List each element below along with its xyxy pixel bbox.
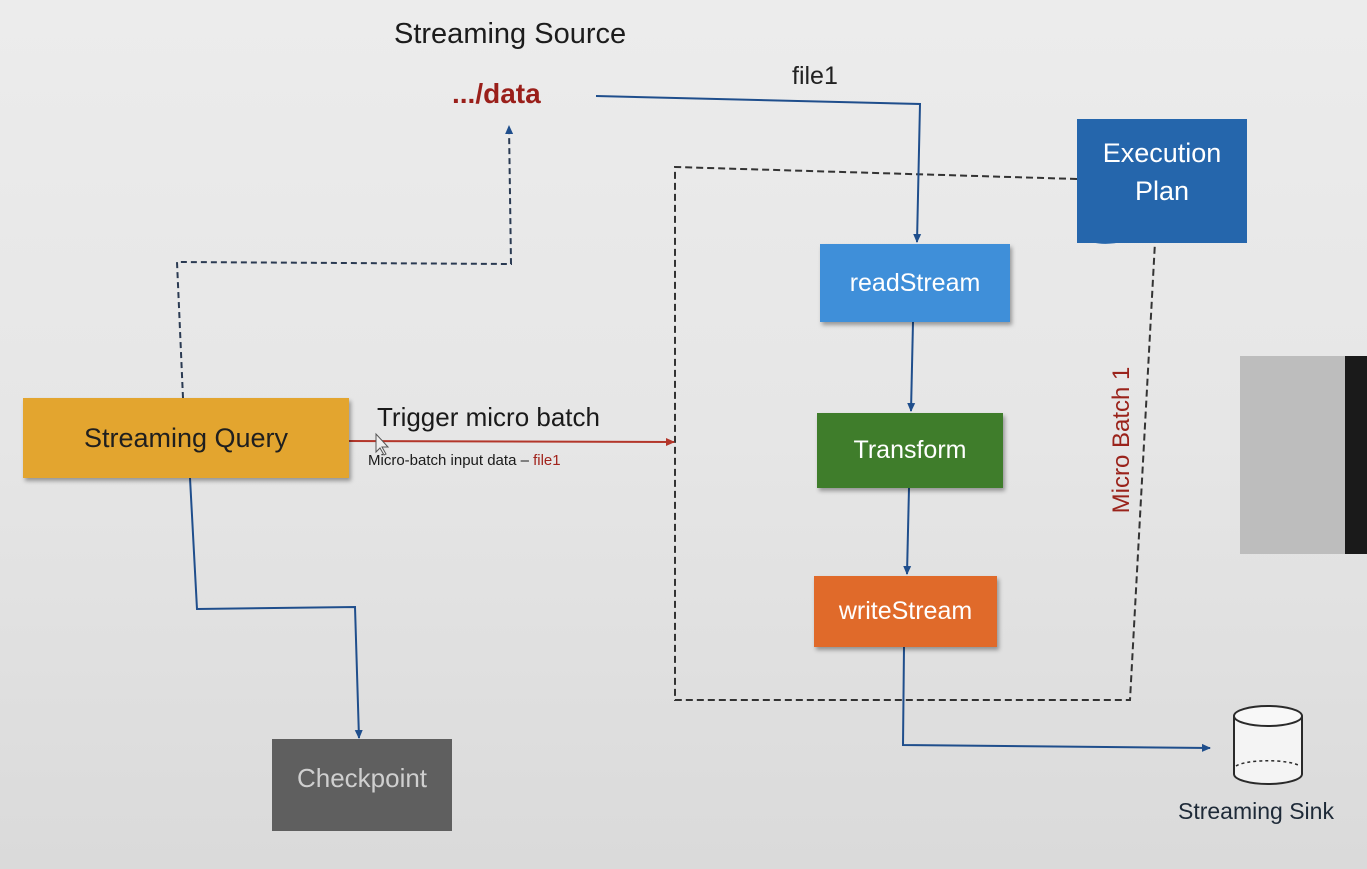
cursor-icon — [375, 432, 390, 456]
file1-label: file1 — [792, 62, 838, 90]
writestream-node[interactable]: writeStream — [814, 576, 997, 647]
streaming-sink-icon — [1233, 705, 1303, 785]
execution-plan-line-1: Execution — [1102, 138, 1222, 168]
execution-plan-line-2: Plan — [1134, 176, 1190, 206]
micro-batch-boundary — [674, 165, 1156, 701]
transform-to-writestream-arrow — [903, 487, 912, 575]
transform-node[interactable]: Transform — [817, 413, 1003, 488]
query-to-checkpoint-arrow — [189, 477, 363, 739]
execution-plan-node[interactable]: Execution Plan — [1077, 119, 1247, 243]
source-to-readstream-arrow — [595, 95, 922, 243]
streaming-source-path: .../data — [452, 78, 541, 109]
trigger-micro-batch-label: Trigger micro batch — [377, 402, 600, 432]
writestream-to-sink-arrow — [901, 646, 1211, 752]
streaming-source-title: Streaming Source — [394, 18, 627, 50]
micro-batch-label: Micro Batch 1 — [1108, 366, 1135, 514]
micro-batch-input-label: Micro-batch input data – file1 — [368, 452, 561, 469]
micro-batch-input-prefix: Micro-batch input data – — [368, 452, 534, 469]
micro-batch-input-file: file1 — [533, 452, 561, 469]
readstream-to-transform-arrow — [907, 321, 916, 412]
webcam-shadow — [1345, 356, 1367, 554]
readstream-node[interactable]: readStream — [820, 244, 1010, 322]
trigger-micro-batch-arrow — [348, 437, 675, 446]
query-to-source-dashed-arrow — [175, 125, 514, 399]
streaming-query-node[interactable]: Streaming Query — [23, 398, 349, 478]
streaming-sink-label: Streaming Sink — [1178, 798, 1334, 824]
checkpoint-node[interactable]: Checkpoint — [272, 739, 452, 831]
webcam-thumbnail — [1240, 356, 1367, 554]
